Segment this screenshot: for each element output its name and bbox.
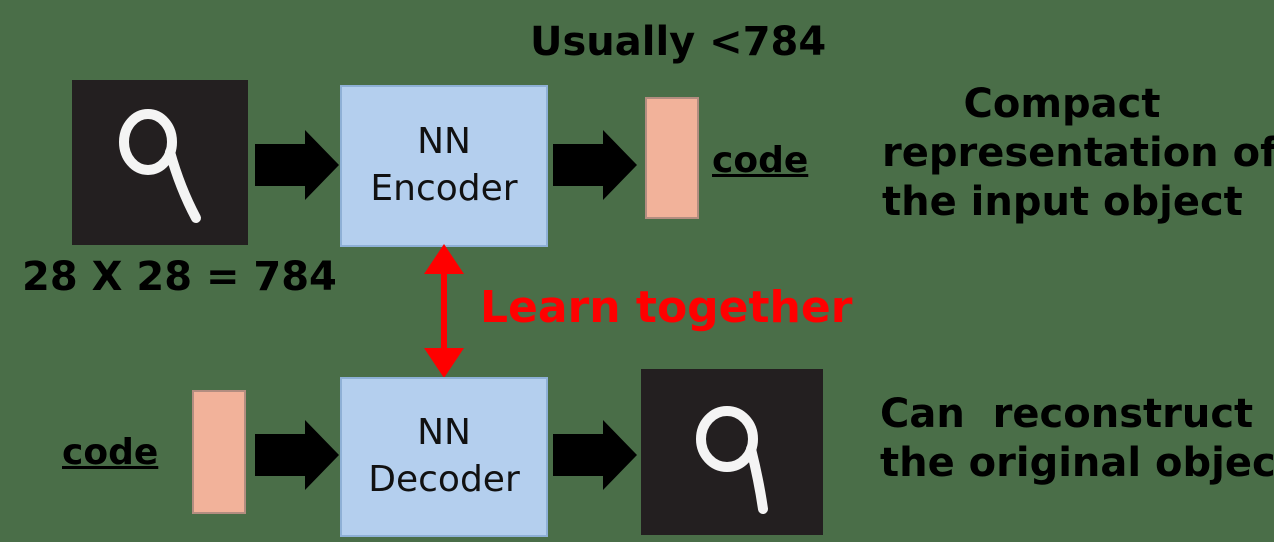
arrow-right-icon [255,420,339,490]
arrow-right-icon [255,130,339,200]
compact-line-1: Compact [963,81,1161,127]
input-digit-image [72,80,248,245]
decoder-label-line1: NN [417,412,471,454]
compact-line-3: the input object [882,178,1243,225]
decoder-label-line2: Decoder [368,459,520,500]
reconstruct-label: Can reconstruct the original object [880,390,1274,488]
learn-together-label: Learn together [480,282,853,333]
reconstruct-line-2: the original object [880,439,1274,486]
code-size-note: Usually <784 [530,19,827,65]
input-size-label: 28 X 28 = 784 [22,254,337,300]
nn-decoder-box: NN Decoder [340,377,548,537]
arrow-right-icon [553,420,637,490]
nn-encoder-box: NN Encoder [340,85,548,247]
digit-nine-icon [696,406,768,514]
double-arrow-icon [424,244,464,378]
reconstruct-line-1: Can reconstruct [880,391,1254,437]
code-label-bottom: code [62,432,159,473]
compact-representation-label: Compact representation of the input obje… [882,80,1274,226]
code-vector-top [645,97,699,219]
code-label-top: code [712,140,809,181]
digit-nine-icon [119,109,201,223]
output-digit-image [641,369,823,535]
code-vector-bottom [192,390,246,514]
encoder-label-line2: Encoder [370,168,518,209]
arrow-right-icon [553,130,637,200]
encoder-label-line1: NN [417,121,471,163]
compact-line-2: representation of [882,129,1274,176]
